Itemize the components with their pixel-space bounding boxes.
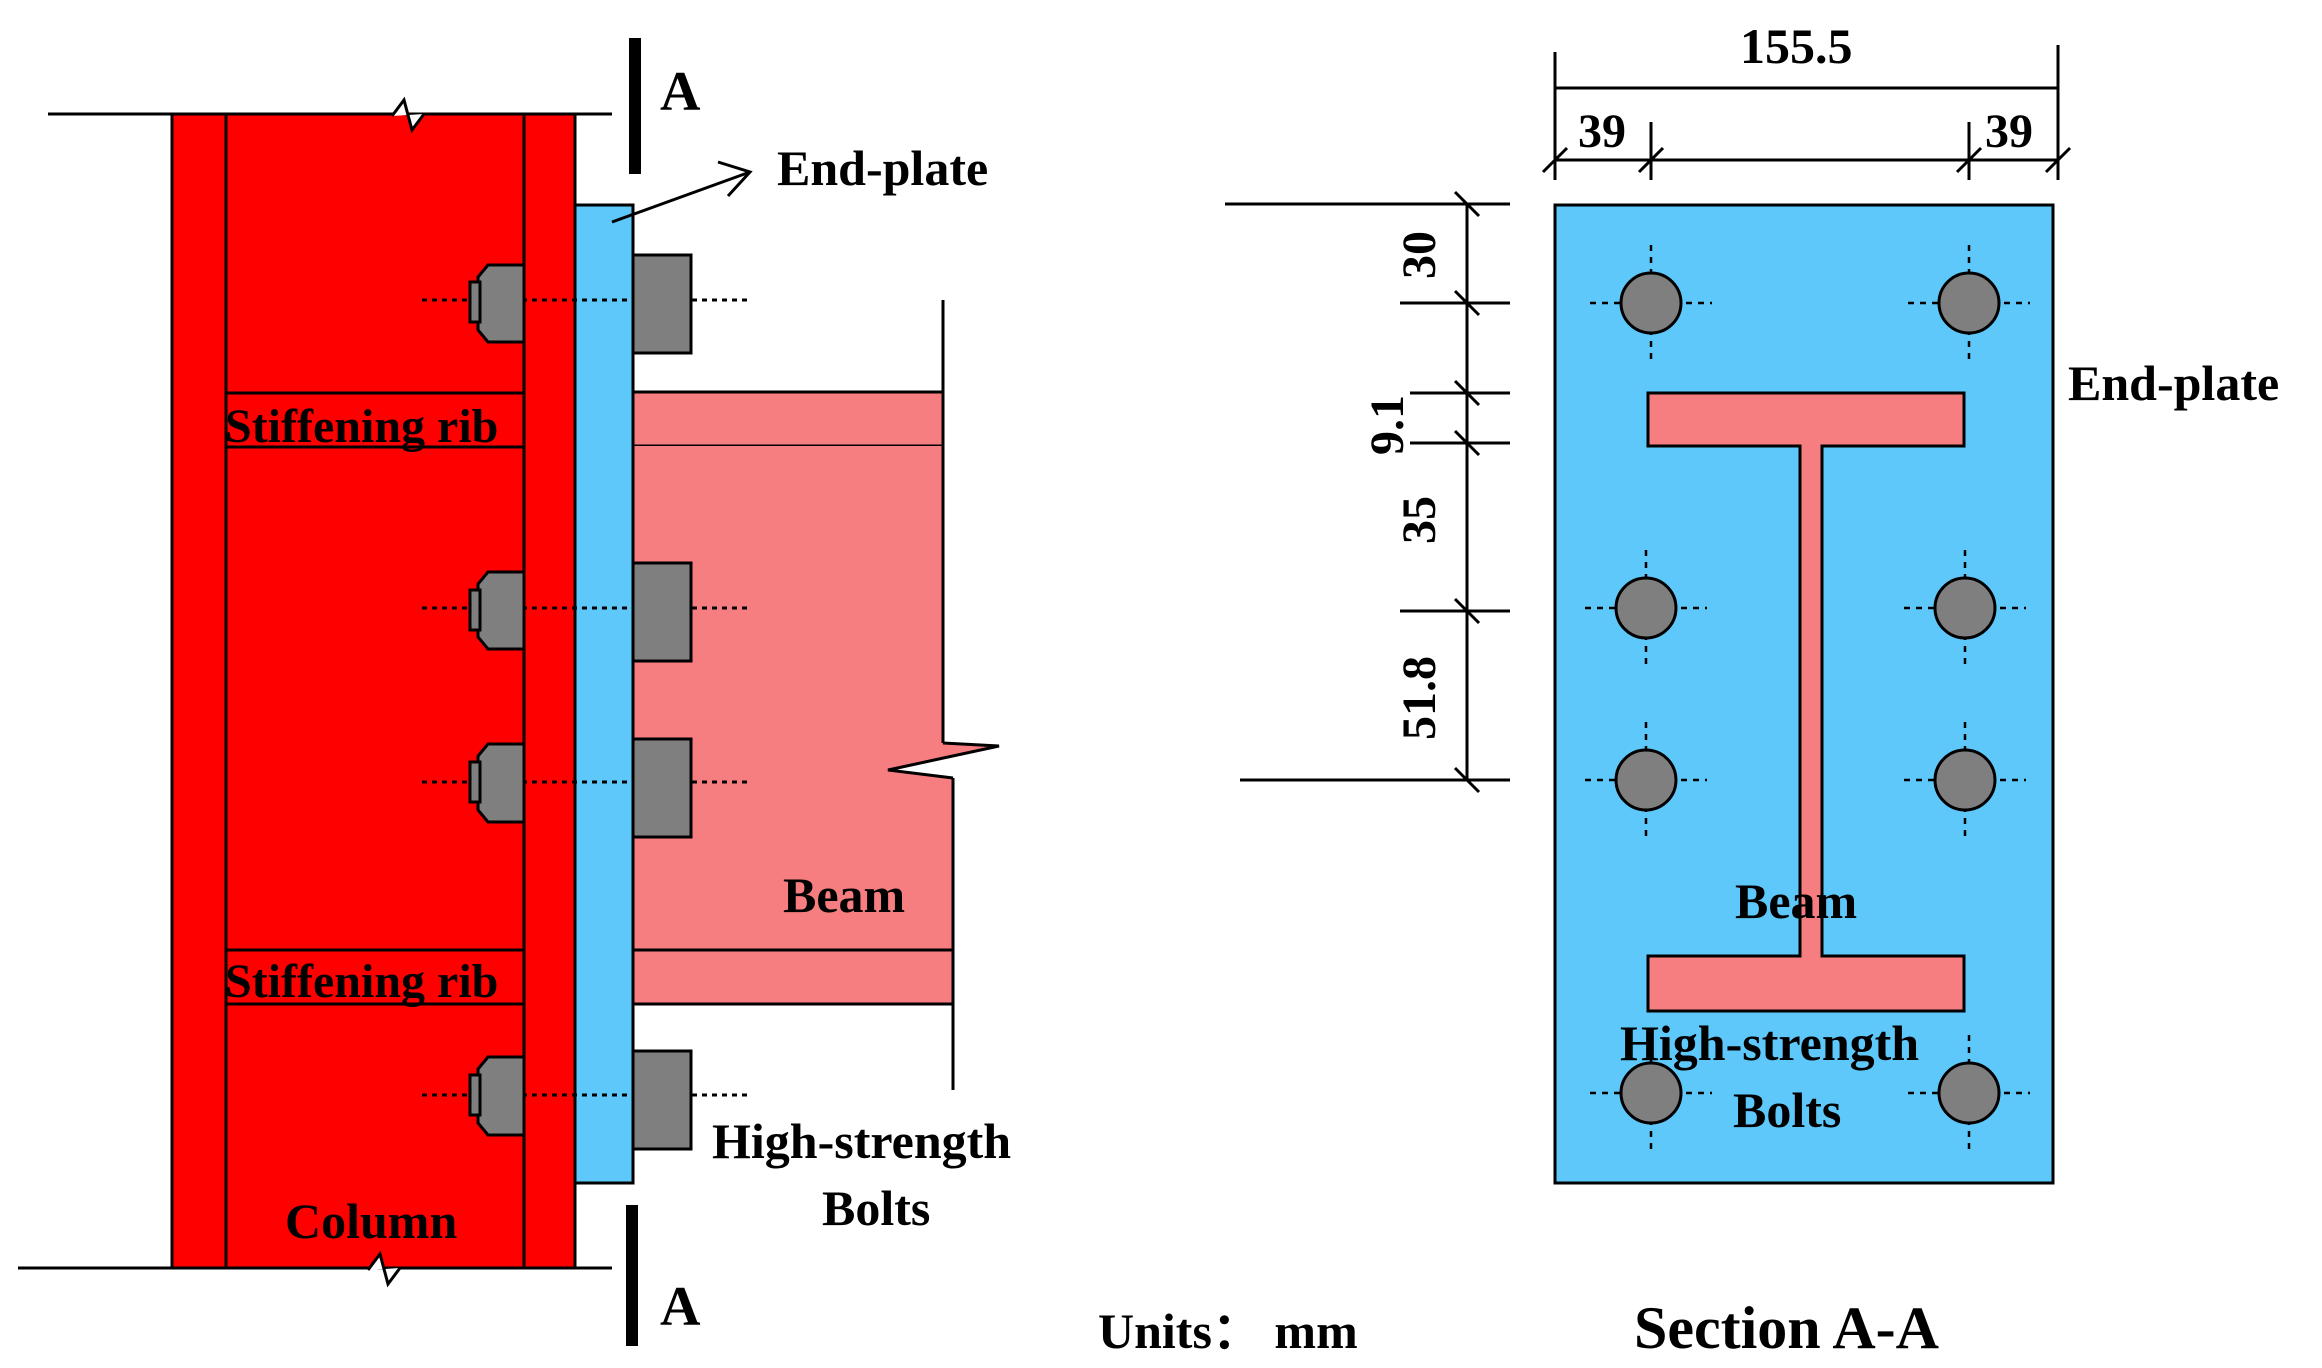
bolt-nut (476, 570, 526, 651)
bolts-label-section-line1: High-strength (1620, 1015, 1919, 1071)
bolt-washer (468, 1073, 482, 1117)
tick-mark (1637, 146, 1665, 174)
bolt-washer (468, 280, 482, 324)
bolt-hole (1933, 576, 1997, 640)
beam-label-section: Beam (1735, 873, 1857, 929)
end-plate-leader-arrowhead (717, 160, 753, 198)
bolt-hole-7 (1590, 1035, 1712, 1152)
bolts-label-elevation-line1: High-strength (712, 1113, 1011, 1169)
bolt-hole (1619, 271, 1683, 335)
beam-break-symbol (887, 741, 1000, 780)
bolt-washer (468, 588, 482, 632)
dimension-edge-distances: 39 39 (1541, 105, 2072, 180)
bolt-hole-4 (1904, 550, 2026, 667)
tick-mark (1955, 146, 1983, 174)
bolt-head (631, 1049, 693, 1151)
bolts-label-section-line2: Bolts (1733, 1082, 1841, 1138)
dimension-plate-width: 155.5 (1553, 18, 2060, 180)
tick-mark (1453, 597, 1481, 625)
end-plate-label: End-plate (777, 140, 988, 196)
bolt-elevation-2 (422, 561, 752, 663)
tick-mark (1453, 289, 1481, 317)
bolt-hole (1614, 748, 1678, 812)
dimension-flange-to-bolt-label: 35 (1393, 496, 1446, 544)
bolt-elevation-4 (422, 1049, 752, 1151)
tick-mark (1453, 429, 1481, 457)
stiffening-rib-bottom-label: Stiffening rib (225, 955, 498, 1008)
dimension-flange-thickness-label: 9.1 (1361, 395, 1414, 455)
bolt-hole-6 (1904, 722, 2026, 839)
bolt-head (631, 253, 693, 355)
end-plate-leader-line (611, 170, 751, 224)
bolt-elevation-3 (422, 737, 752, 839)
tick-mark (1453, 379, 1481, 407)
bolts-label-elevation-line2: Bolts (822, 1180, 930, 1236)
bolt-hole-2 (1908, 245, 2030, 362)
bolt-hole-8 (1908, 1035, 2030, 1152)
dimension-edge-left-label: 39 (1578, 105, 1626, 158)
bolt-head (631, 737, 693, 839)
dimension-top-to-bolt-label: 30 (1393, 231, 1446, 279)
end-plate-section-label: End-plate (2068, 355, 2279, 411)
tick-mark (1453, 766, 1481, 794)
section-title: Section A-A (1634, 1295, 1939, 1361)
beam-top-flange (631, 390, 945, 448)
bolt-hole (1937, 1061, 2001, 1125)
elevation-view: A A End-plate Stiffening rib Stiffening … (18, 38, 1011, 1346)
units-label: Units： mm (1098, 1303, 1358, 1359)
column-bottom-break-symbol (366, 1250, 402, 1288)
end-plate-elevation (573, 203, 635, 1185)
tick-mark (1453, 190, 1481, 218)
tick-mark (2044, 146, 2072, 174)
bolt-hole-1 (1590, 245, 1712, 362)
stiffening-rib-top (224, 391, 526, 449)
column-top-break-symbol (390, 96, 426, 134)
bolt-hole-5 (1585, 722, 1707, 839)
bolt-elevation-1 (422, 253, 752, 355)
column-label: Column (285, 1193, 457, 1249)
section-view: 155.5 39 39 30 (1225, 18, 2279, 1361)
bolt-nut (476, 1055, 526, 1137)
beam-bottom-flange (631, 948, 955, 1006)
beam-label-elevation: Beam (783, 867, 905, 923)
bolt-hole (1937, 271, 2001, 335)
beam-web (633, 446, 999, 950)
stiffening-rib-top-label: Stiffening rib (225, 400, 498, 453)
beam-i-section (1646, 391, 1966, 1013)
bolt-nut (476, 263, 526, 344)
bolt-hole (1933, 748, 1997, 812)
stiffening-rib-bottom (224, 948, 526, 1006)
bolt-hole (1614, 576, 1678, 640)
bolt-washer (468, 760, 482, 804)
bolt-head (631, 561, 693, 663)
dimension-plate-width-label: 155.5 (1740, 18, 1853, 74)
tick-mark (1541, 146, 1569, 174)
dimension-bolt-spacing-label: 51.8 (1393, 656, 1446, 740)
dimension-edge-right-label: 39 (1985, 105, 2033, 158)
section-mark-top-label: A (660, 61, 701, 123)
bolt-nut (476, 742, 526, 824)
dimension-vertical-chain: 30 9.1 35 51.8 (1225, 190, 1510, 794)
bolt-hole (1619, 1061, 1683, 1125)
section-mark-bottom-label: A (660, 1276, 701, 1338)
bolt-hole-3 (1585, 550, 1707, 667)
